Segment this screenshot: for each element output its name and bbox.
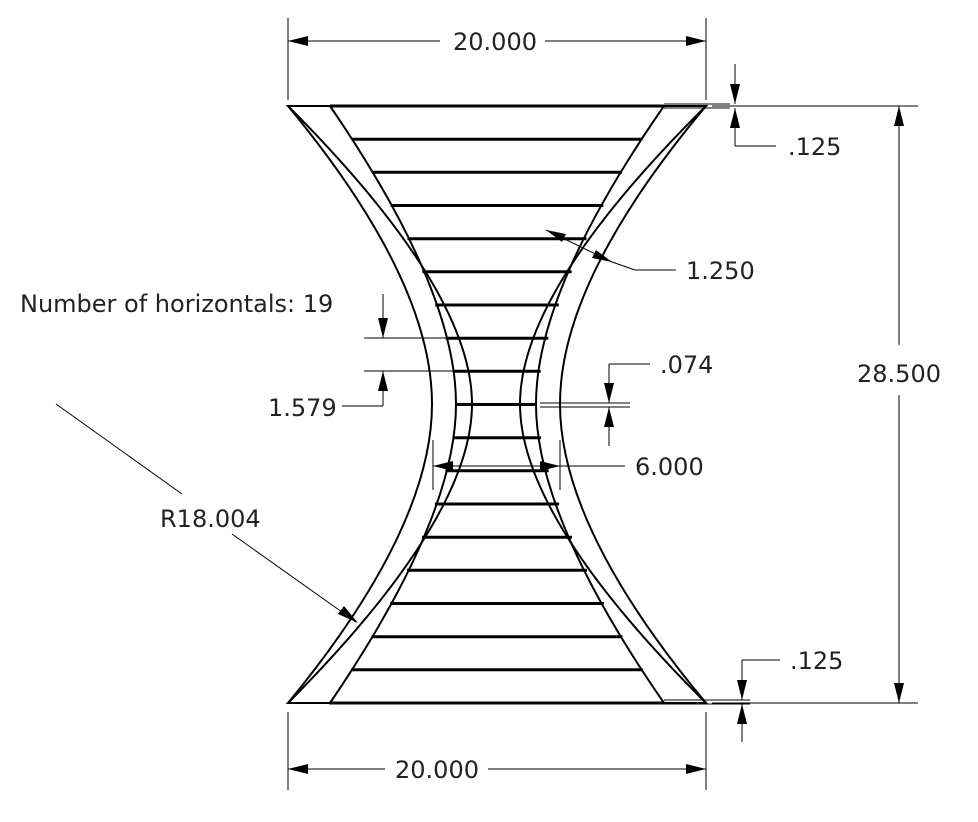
- bottom-width-label: 20.000: [395, 756, 479, 784]
- inner-offset-dimension: 1.250: [545, 229, 755, 285]
- top-offset-dimension: .125: [664, 64, 841, 161]
- bottom-width-dimension: 20.000: [287, 712, 707, 790]
- bottom-offset-dimension: .125: [664, 647, 843, 742]
- horizontals-note: Number of horizontals: 19: [20, 290, 333, 318]
- height-label: 28.500: [857, 360, 941, 388]
- waist-width-label: 6.000: [635, 453, 704, 481]
- right-frame-arc-inner: [534, 105, 665, 704]
- left-frame-arc-inner: [329, 105, 458, 704]
- rung-thickness-label: .074: [660, 351, 713, 379]
- rung-thickness-dimension: .074: [540, 351, 713, 446]
- rung-spacing-label: 1.579: [268, 394, 337, 422]
- top-width-label: 20.000: [453, 28, 537, 56]
- top-offset-label: .125: [788, 133, 841, 161]
- height-dimension: 28.500: [712, 105, 941, 704]
- waist-width-dimension: 6.000: [432, 440, 704, 490]
- right-frame-arc-outer: [558, 105, 707, 704]
- horizontal-rungs: [329, 104, 665, 705]
- left-frame-arc-outer: [287, 105, 434, 704]
- rung-spacing-dimension: 1.579: [268, 294, 456, 422]
- bottom-offset-label: .125: [790, 647, 843, 675]
- radius-dimension: R18.004: [55, 403, 358, 623]
- inner-offset-label: 1.250: [686, 257, 755, 285]
- top-width-dimension: 20.000: [287, 18, 707, 100]
- radius-label: R18.004: [160, 505, 261, 533]
